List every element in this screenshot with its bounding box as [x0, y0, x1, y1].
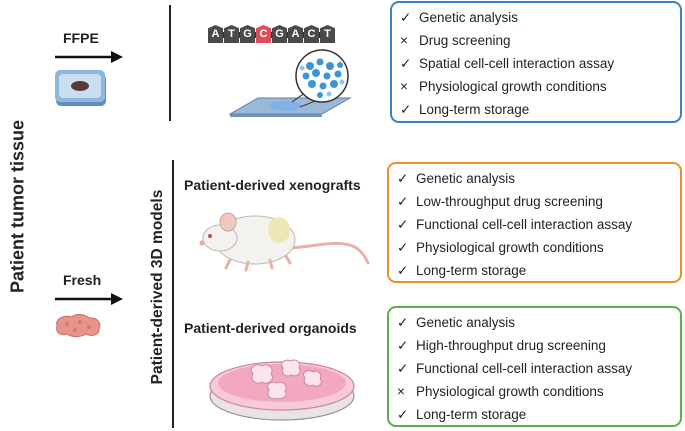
cross-icon: × — [397, 384, 405, 399]
property-text: Functional cell-cell interaction assay — [416, 217, 633, 232]
cross-icon: × — [400, 79, 408, 94]
list-item: × Drug screening — [400, 29, 680, 52]
property-text: Long-term storage — [416, 263, 527, 278]
property-text: Genetic analysis — [416, 315, 516, 330]
fresh-tissue-icon — [56, 314, 101, 338]
list-item: × Physiological growth conditions — [397, 380, 680, 403]
organoids-title: Patient-derived organoids — [184, 320, 357, 336]
dna-base: C — [304, 25, 319, 43]
check-icon: ✓ — [397, 217, 409, 232]
xenografts-title: Patient-derived xenografts — [184, 177, 361, 193]
property-text: Genetic analysis — [416, 171, 516, 186]
check-icon: ✓ — [397, 240, 409, 255]
xenografts-properties-card: ✓ Genetic analysis ✓ Low-throughput drug s… — [387, 162, 682, 283]
fresh-arrow — [55, 293, 123, 305]
mouse-icon — [199, 212, 370, 272]
cross-icon: × — [400, 33, 408, 48]
patient-derived-3d-models-label: Patient-derived 3D models — [149, 189, 166, 385]
list-item: ✓ High-throughput drug screening — [397, 334, 680, 357]
list-item: × Physiological growth conditions — [400, 75, 680, 98]
list-item: ✓ Genetic analysis — [397, 167, 680, 190]
list-item: ✓ Long-term storage — [400, 98, 680, 121]
property-text: Physiological growth conditions — [416, 240, 604, 255]
dna-base: A — [208, 25, 223, 43]
list-item: ✓ Spatial cell-cell interaction assay — [400, 52, 680, 75]
ffpe-label: FFPE — [63, 30, 99, 46]
check-icon: ✓ — [397, 407, 409, 422]
property-text: Physiological growth conditions — [416, 384, 604, 399]
list-item: ✓ Physiological growth conditions — [397, 236, 680, 259]
models-divider — [172, 160, 174, 428]
slide-with-cells-icon — [228, 49, 352, 117]
list-item: ✓ Genetic analysis — [400, 6, 680, 29]
property-text: Genetic analysis — [419, 10, 519, 25]
property-text: Long-term storage — [416, 407, 527, 422]
dna-base: T — [320, 25, 335, 43]
property-text: Drug screening — [419, 33, 511, 48]
property-text: Low-throughput drug screening — [416, 194, 603, 209]
ffpe-properties-card: ✓ Genetic analysis × Drug screening ✓ Spati… — [390, 1, 682, 123]
list-item: ✓ Long-term storage — [397, 403, 680, 426]
property-text: Functional cell-cell interaction assay — [416, 361, 633, 376]
patient-tumor-tissue-label: Patient tumor tissue — [7, 119, 28, 294]
check-icon: ✓ — [397, 171, 409, 186]
dna-backbone — [208, 32, 334, 38]
ffpe-arrow — [55, 51, 123, 63]
ffpe-divider — [169, 5, 171, 121]
dna-base: G — [272, 25, 287, 43]
property-text: Long-term storage — [419, 102, 530, 117]
check-icon: ✓ — [397, 263, 409, 278]
check-icon: ✓ — [400, 102, 412, 117]
ffpe-block-icon — [55, 70, 106, 106]
dna-base: G — [240, 25, 255, 43]
check-icon: ✓ — [400, 10, 412, 25]
list-item: ✓ Low-throughput drug screening — [397, 190, 680, 213]
check-icon: ✓ — [397, 338, 409, 353]
property-text: High-throughput drug screening — [416, 338, 606, 353]
list-item: ✓ Functional cell-cell interaction assay — [397, 213, 680, 236]
dna-base: T — [224, 25, 239, 43]
list-item: ✓ Genetic analysis — [397, 311, 680, 334]
list-item: ✓ Long-term storage — [397, 259, 680, 282]
property-text: Physiological growth conditions — [419, 79, 607, 94]
list-item: ✓ Functional cell-cell interaction assay — [397, 357, 680, 380]
check-icon: ✓ — [400, 56, 412, 71]
dna-sequence: A T G C G A C T — [208, 25, 335, 43]
check-icon: ✓ — [397, 315, 409, 330]
petri-dish-icon — [209, 359, 355, 421]
property-text: Spatial cell-cell interaction assay — [419, 56, 615, 71]
check-icon: ✓ — [397, 194, 409, 209]
dna-base: A — [288, 25, 303, 43]
fresh-label: Fresh — [63, 272, 102, 288]
dna-base: C — [256, 25, 271, 43]
check-icon: ✓ — [397, 361, 409, 376]
organoids-properties-card: ✓ Genetic analysis ✓ High-throughput drug … — [387, 306, 682, 427]
